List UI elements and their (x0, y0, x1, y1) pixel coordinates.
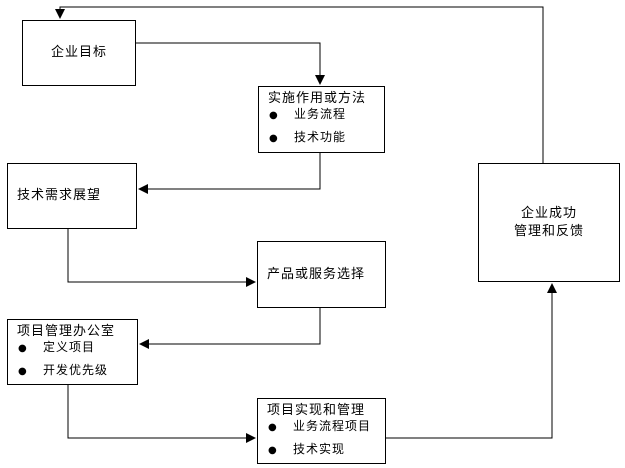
list-item-label: 业务流程项目 (293, 419, 372, 433)
bullet-icon: ● (268, 445, 278, 456)
box-tech-requirements: 技术需求展望 (7, 163, 137, 229)
box-enterprise-success: 企业成功 管理和反馈 (478, 163, 620, 282)
bullet-icon: ● (268, 422, 278, 433)
enterprise-success-label: 企业成功 管理和反馈 (514, 205, 584, 241)
connector-method-to-tech (138, 153, 321, 194)
bullet-icon: ● (18, 366, 28, 377)
tech-requirements-label: 技术需求展望 (17, 188, 102, 203)
implementation-method-list: ● 业务流程 ● 技术功能 (259, 106, 384, 152)
list-item-label: 技术实现 (293, 442, 346, 456)
implementation-method-title: 实施作用或方法 (268, 91, 367, 106)
enterprise-success-line1: 企业成功 (520, 205, 577, 221)
enterprise-success-line2: 管理和反馈 (513, 223, 584, 239)
pmo-title: 项目管理办公室 (17, 324, 116, 339)
bullet-icon: ● (18, 343, 28, 354)
list-item: ● 开发优先级 (8, 362, 137, 384)
list-item: ● 技术实现 (258, 441, 385, 463)
connector-product-to-pmo (139, 308, 321, 349)
box-implementation-method: 实施作用或方法 ● 业务流程 ● 技术功能 (258, 86, 385, 153)
connector-pmo-to-impl (67, 385, 256, 443)
list-item-label: 技术功能 (294, 130, 347, 144)
connector-goal-to-method (136, 42, 325, 85)
list-item: ● 业务流程项目 (258, 418, 385, 441)
list-item-label: 开发优先级 (43, 363, 109, 377)
list-item: ● 业务流程 (259, 106, 384, 129)
product-service-label: 产品或服务选择 (267, 266, 366, 282)
pmo-list: ● 定义项目 ● 开发优先级 (8, 339, 137, 384)
list-item: ● 技术功能 (259, 129, 384, 152)
enterprise-goal-label: 企业目标 (50, 45, 107, 60)
box-project-implementation: 项目实现和管理 ● 业务流程项目 ● 技术实现 (257, 398, 386, 464)
connector-tech-to-product (67, 229, 256, 287)
box-pmo: 项目管理办公室 ● 定义项目 ● 开发优先级 (7, 319, 138, 385)
box-enterprise-goal: 企业目标 (22, 20, 136, 86)
bullet-icon: ● (269, 110, 279, 121)
project-implementation-list: ● 业务流程项目 ● 技术实现 (258, 418, 385, 463)
connector-impl-to-success (386, 283, 557, 439)
project-implementation-title: 项目实现和管理 (267, 403, 366, 418)
box-product-service: 产品或服务选择 (257, 241, 386, 308)
list-item-label: 业务流程 (294, 107, 347, 121)
list-item-label: 定义项目 (43, 340, 96, 354)
list-item: ● 定义项目 (8, 339, 137, 362)
bullet-icon: ● (269, 133, 279, 144)
